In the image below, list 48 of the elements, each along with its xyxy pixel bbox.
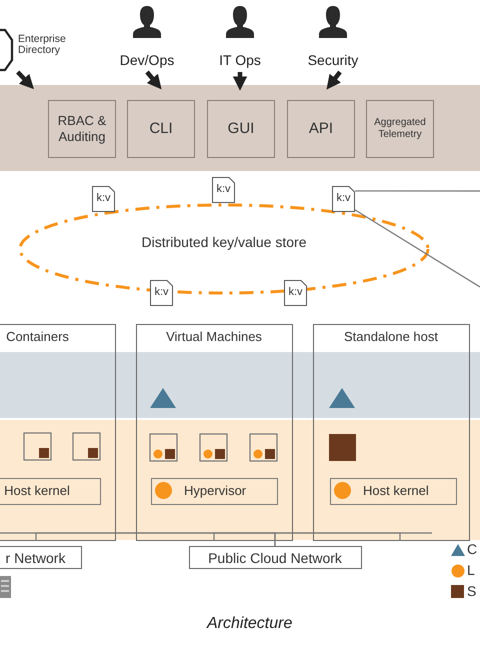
host-box	[313, 324, 470, 541]
connector-line	[354, 209, 480, 288]
component-box	[48, 100, 116, 158]
component-box	[366, 100, 434, 158]
kernel-label: Hypervisor	[184, 484, 246, 499]
host-label: Standalone host	[343, 330, 439, 345]
host-label: Virtual Machines	[165, 330, 263, 345]
legend-label: L	[467, 562, 475, 578]
kernel-box	[151, 478, 278, 505]
arrow	[145, 70, 162, 90]
component-label: API	[308, 120, 334, 138]
network-box	[0, 546, 82, 569]
component-label: CLI	[148, 120, 174, 138]
kernel-label: Host kernel	[3, 484, 71, 499]
arrow	[326, 70, 342, 90]
network-label: Public Cloud Network	[207, 550, 343, 566]
component-box	[287, 100, 355, 158]
component-box	[127, 100, 195, 158]
kv-label: k:v	[287, 286, 304, 299]
host-box	[0, 324, 116, 541]
host-label: Containers	[5, 330, 70, 345]
host-box	[136, 324, 293, 541]
role-label: IT Ops	[218, 52, 262, 68]
kv-label: k:v	[335, 192, 352, 205]
arrow	[232, 72, 248, 91]
kv-label: k:v	[215, 183, 232, 196]
kernel-box	[330, 478, 457, 505]
connector-line	[274, 532, 401, 546]
role-label: Dev/Ops	[118, 52, 176, 68]
legend-label: S	[467, 583, 476, 599]
legend-label: C	[467, 541, 478, 557]
component-box	[207, 100, 275, 158]
kv-label: k:v	[153, 286, 170, 299]
role-label: Security	[306, 52, 360, 68]
caption: Architecture	[207, 615, 292, 633]
network-box	[189, 546, 362, 569]
store-label: Distributed key/value store	[140, 234, 308, 250]
kernel-label: Host kernel	[363, 484, 429, 499]
component-label: Aggregated Telemetry	[373, 117, 427, 141]
directory-label: Enterprise Directory	[18, 34, 67, 56]
kv-label: k:v	[95, 192, 112, 205]
arrow	[16, 70, 34, 90]
control-plane-band	[0, 85, 480, 171]
connector-line	[355, 190, 480, 192]
network-label: r Network	[4, 550, 66, 566]
component-label: GUI	[226, 120, 256, 138]
kernel-box	[0, 478, 101, 505]
component-label: RBAC & Auditing	[56, 113, 108, 145]
